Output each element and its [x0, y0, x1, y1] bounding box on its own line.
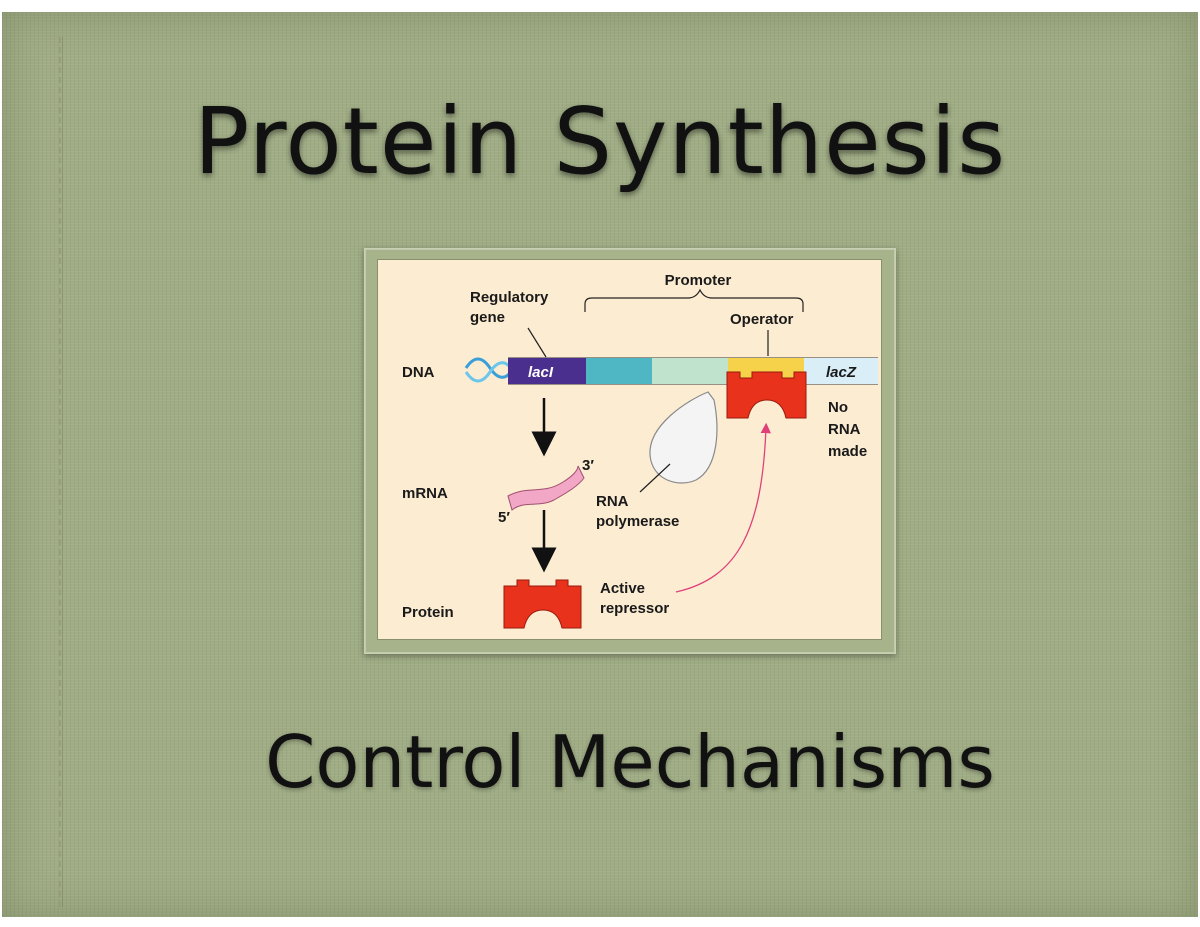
rna-polymerase-shape [649, 391, 718, 484]
laci-label: lacI [528, 364, 554, 381]
no-rna-label-line3: made [828, 443, 867, 460]
rna-polymerase-pointer [639, 463, 671, 493]
lacz-label: lacZ [826, 364, 857, 381]
mrna-label: mRNA [402, 485, 448, 502]
bound-repressor [726, 371, 807, 419]
three-prime-label: 3′ [582, 457, 594, 474]
operator-label: Operator [730, 311, 794, 328]
active-repressor-label-line2: repressor [600, 600, 669, 617]
promoter-label: Promoter [665, 272, 732, 289]
laci-segment [508, 358, 586, 384]
promoter-bracket [584, 288, 804, 312]
dna-helix-icon [464, 357, 514, 383]
active-repressor-label-line1: Active [600, 580, 645, 597]
protein-label: Protein [402, 604, 454, 621]
dna-label: DNA [402, 364, 435, 381]
promoter-segment-dark [586, 358, 652, 384]
active-repressor [503, 579, 582, 629]
lacz-segment [804, 358, 878, 384]
repressor-binding-arrow [675, 422, 771, 593]
diagram-svg: Promoter Regulatory gene Operator DNA la… [402, 272, 878, 629]
promoter-segment-light [652, 358, 728, 384]
rna-polymerase-label-line2: polymerase [596, 513, 679, 530]
rna-polymerase-label-line1: RNA [596, 493, 629, 510]
slide-subtitle: Control Mechanisms [265, 720, 995, 804]
binding-crease [62, 37, 63, 907]
no-rna-label-line1: No [828, 399, 848, 416]
regulatory-gene-label-line1: Regulatory [470, 289, 549, 306]
regulatory-gene-label-line2: gene [470, 309, 505, 326]
lac-operon-diagram: Promoter Regulatory gene Operator DNA la… [378, 260, 881, 639]
binding-stitch [59, 37, 61, 907]
mrna-strand [507, 465, 585, 511]
no-rna-label-line2: RNA [828, 421, 861, 438]
regulatory-gene-pointer [527, 327, 547, 358]
five-prime-label: 5′ [498, 509, 510, 526]
slide-title: Protein Synthesis [193, 88, 1007, 195]
